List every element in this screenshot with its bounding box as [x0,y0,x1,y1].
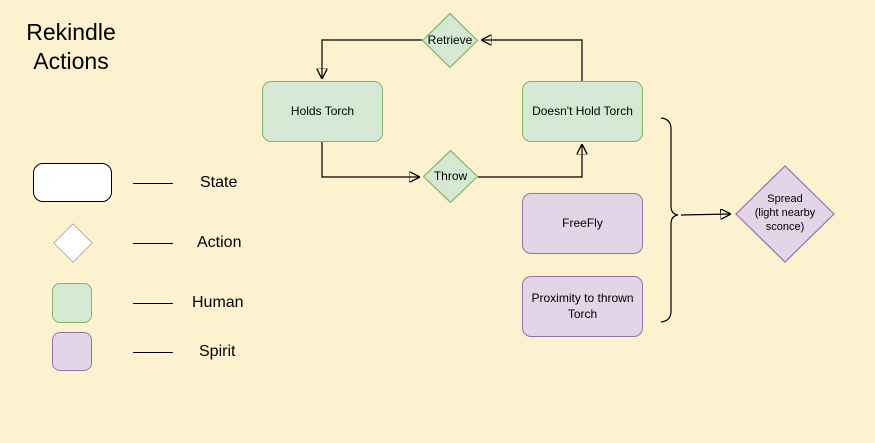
legend-human-shape[interactable] [52,283,92,323]
edge-throw-to-doesnt-hold-torch[interactable] [478,145,582,178]
legend-label-human: Human [192,294,244,311]
edge-brace-to-spread[interactable] [680,214,730,215]
legend-state-shape[interactable] [33,163,112,202]
legend-connector-line [133,352,173,353]
legend-connector-line [133,243,173,244]
node-label: Proximity to thrown Torch [531,290,634,321]
diagram-title: Rekindle Actions [26,19,116,75]
node-label: Throw [433,169,468,183]
edge-retrieve-to-holds-torch[interactable] [322,39,422,78]
node-label: Retrieve [427,33,473,47]
legend-spirit-shape[interactable] [52,332,92,371]
node-doesnt-hold-torch[interactable]: Doesn't Hold Torch [522,81,643,142]
node-label: Holds Torch [290,103,355,118]
node-holds-torch[interactable]: Holds Torch [262,81,383,142]
node-freefly[interactable]: FreeFly [522,193,643,254]
node-label: Doesn't Hold Torch [532,103,633,118]
diamond-icon [53,223,93,263]
node-label: FreeFly [562,215,603,230]
node-label: Spread (light nearby sconce) [754,193,816,233]
diamond-shape [422,13,478,68]
legend-action-shape[interactable] [53,223,93,263]
diamond-shape [423,150,478,203]
node-spread[interactable]: Spread (light nearby sconce) [735,165,835,263]
node-proximity-to-thrown-torch[interactable]: Proximity to thrown Torch [522,276,643,337]
diamond-shape [735,165,835,263]
node-retrieve[interactable]: Retrieve [422,13,478,68]
legend-label-spirit: Spirit [199,343,236,360]
grouping-brace[interactable] [660,117,679,323]
legend-label-state: State [200,174,238,191]
edge-holds-torch-to-throw[interactable] [321,142,419,177]
legend-label-action: Action [197,234,242,251]
legend-connector-line [133,183,173,184]
node-throw[interactable]: Throw [423,150,478,203]
legend-connector-line [133,303,173,304]
edge-doesnt-hold-torch-to-retrieve[interactable] [482,40,583,81]
